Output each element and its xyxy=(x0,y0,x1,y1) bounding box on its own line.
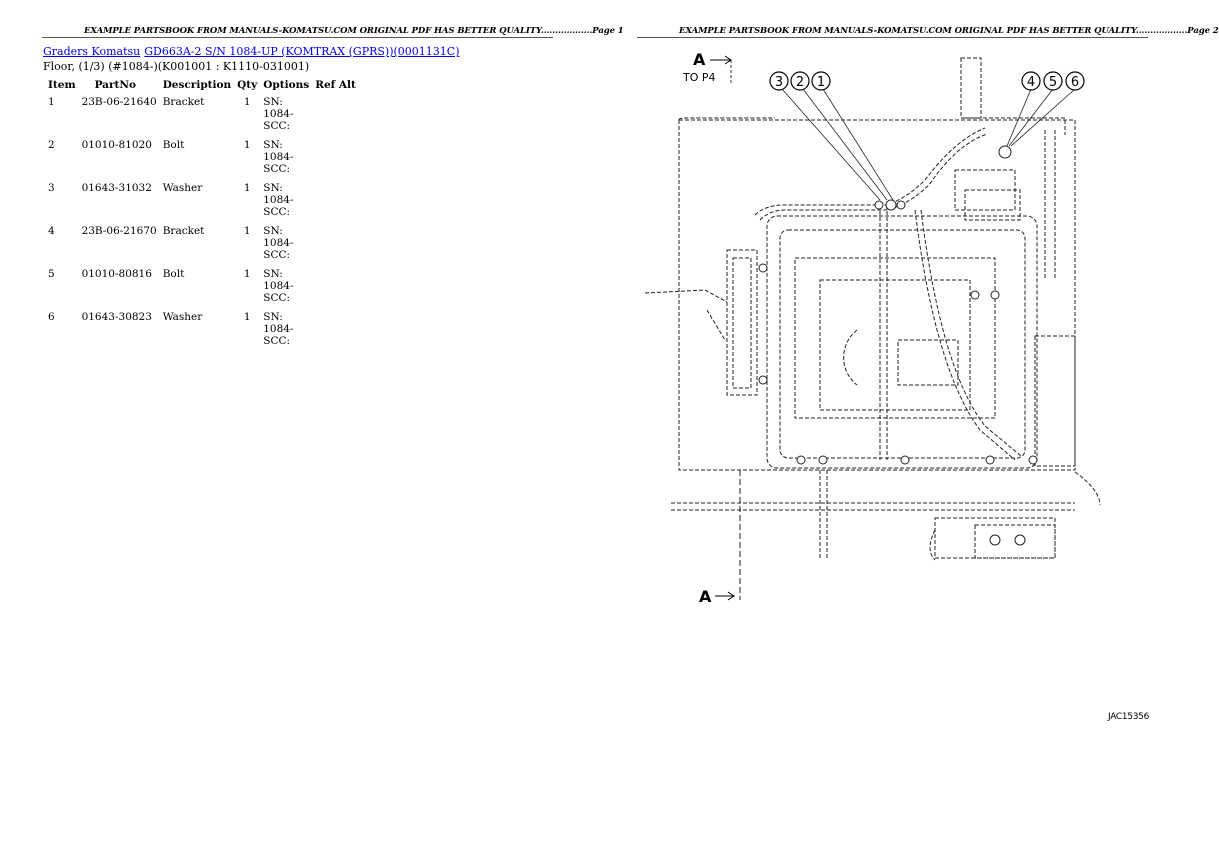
callout-4: 4 xyxy=(1027,75,1035,90)
cell-qty: 1 xyxy=(243,96,251,108)
cell-partno: 23B-06-21670 xyxy=(81,225,157,237)
page-header: EXAMPLE PARTSBOOK FROM MANUALS-KOMATSU.C… xyxy=(84,26,624,36)
cell-refalt xyxy=(312,137,359,180)
breadcrumb-link-model[interactable]: GD663A-2 S/N 1084-UP (KOMTRAX (GPRS))(00… xyxy=(144,45,460,58)
callout-2: 2 xyxy=(796,75,804,90)
drawing-code: JAC15356 xyxy=(1108,712,1150,722)
table-row: 6 01643-30823 Washer 1 SN: 1084-SCC: xyxy=(45,309,359,352)
parts-list-page: EXAMPLE PARTSBOOK FROM MANUALS-KOMATSU.C… xyxy=(0,0,624,842)
cell-options: SN: 1084-SCC: xyxy=(263,96,294,132)
cell-qty: 1 xyxy=(243,268,251,280)
cell-partno: 23B-06-21640 xyxy=(81,96,157,108)
parts-diagram: A TO P4 A 3 2 1 4 5 6 xyxy=(644,50,1101,606)
table-row: 2 01010-81020 Bolt 1 SN: 1084-SCC: xyxy=(45,137,359,180)
cell-item: 2 xyxy=(48,139,55,151)
cell-options: SN: 1084-SCC: xyxy=(263,225,294,261)
col-header-options: Options xyxy=(263,79,310,91)
callout-3: 3 xyxy=(775,75,783,90)
col-header-partno: PartNo xyxy=(94,79,136,91)
col-header-qty: Qty xyxy=(237,79,258,91)
col-header-refalt: Ref Alt xyxy=(315,79,356,91)
cell-qty: 1 xyxy=(243,139,251,151)
cell-description: Bolt xyxy=(162,268,185,280)
cell-refalt xyxy=(312,180,359,223)
cell-description: Washer xyxy=(162,182,203,194)
cell-partno: 01643-31032 xyxy=(81,182,152,194)
cell-partno: 01010-80816 xyxy=(81,268,152,280)
header-divider xyxy=(637,37,1148,38)
section-marker-top: A xyxy=(693,50,706,69)
callout-5: 5 xyxy=(1049,75,1057,90)
cell-description: Washer xyxy=(162,311,203,323)
breadcrumb-link-graders[interactable]: Graders Komatsu xyxy=(43,45,141,58)
cell-refalt xyxy=(312,94,359,137)
table-header-row: Item PartNo Description Qty Options Ref … xyxy=(45,76,359,94)
cell-item: 6 xyxy=(48,311,55,323)
cell-options: SN: 1084-SCC: xyxy=(263,268,294,304)
cell-description: Bracket xyxy=(162,225,205,237)
col-header-description: Description xyxy=(162,79,232,91)
table-row: 3 01643-31032 Washer 1 SN: 1084-SCC: xyxy=(45,180,359,223)
cell-item: 5 xyxy=(48,268,55,280)
page-subtitle: Floor, (1/3) (#1084-)(K001001 : K1110-03… xyxy=(43,60,310,73)
parts-table: Item PartNo Description Qty Options Ref … xyxy=(45,76,359,352)
cell-description: Bracket xyxy=(162,96,205,108)
cell-refalt xyxy=(312,223,359,266)
callout-1: 1 xyxy=(817,75,825,90)
section-ref-label: TO P4 xyxy=(682,71,716,84)
cell-options: SN: 1084-SCC: xyxy=(263,311,294,347)
cell-refalt xyxy=(312,266,359,309)
cell-description: Bolt xyxy=(162,139,185,151)
table-row: 1 23B-06-21640 Bracket 1 SN: 1084-SCC: xyxy=(45,94,359,137)
cell-item: 3 xyxy=(48,182,55,194)
table-row: 4 23B-06-21670 Bracket 1 SN: 1084-SCC: xyxy=(45,223,359,266)
cell-options: SN: 1084-SCC: xyxy=(263,182,294,218)
diagram-page: EXAMPLE PARTSBOOK FROM MANUALS-KOMATSU.C… xyxy=(595,0,1219,842)
cell-options: SN: 1084-SCC: xyxy=(263,139,294,175)
cell-partno: 01010-81020 xyxy=(81,139,152,151)
table-row: 5 01010-80816 Bolt 1 SN: 1084-SCC: xyxy=(45,266,359,309)
section-marker-bottom: A xyxy=(699,587,712,606)
cell-qty: 1 xyxy=(243,182,251,194)
cell-item: 4 xyxy=(48,225,55,237)
cell-partno: 01643-30823 xyxy=(81,311,152,323)
cell-qty: 1 xyxy=(243,311,251,323)
callout-6: 6 xyxy=(1071,75,1079,90)
cell-item: 1 xyxy=(48,96,55,108)
cell-qty: 1 xyxy=(243,225,251,237)
cell-refalt xyxy=(312,309,359,352)
col-header-item: Item xyxy=(48,79,76,91)
header-divider xyxy=(42,37,553,38)
page-header: EXAMPLE PARTSBOOK FROM MANUALS-KOMATSU.C… xyxy=(679,26,1219,36)
